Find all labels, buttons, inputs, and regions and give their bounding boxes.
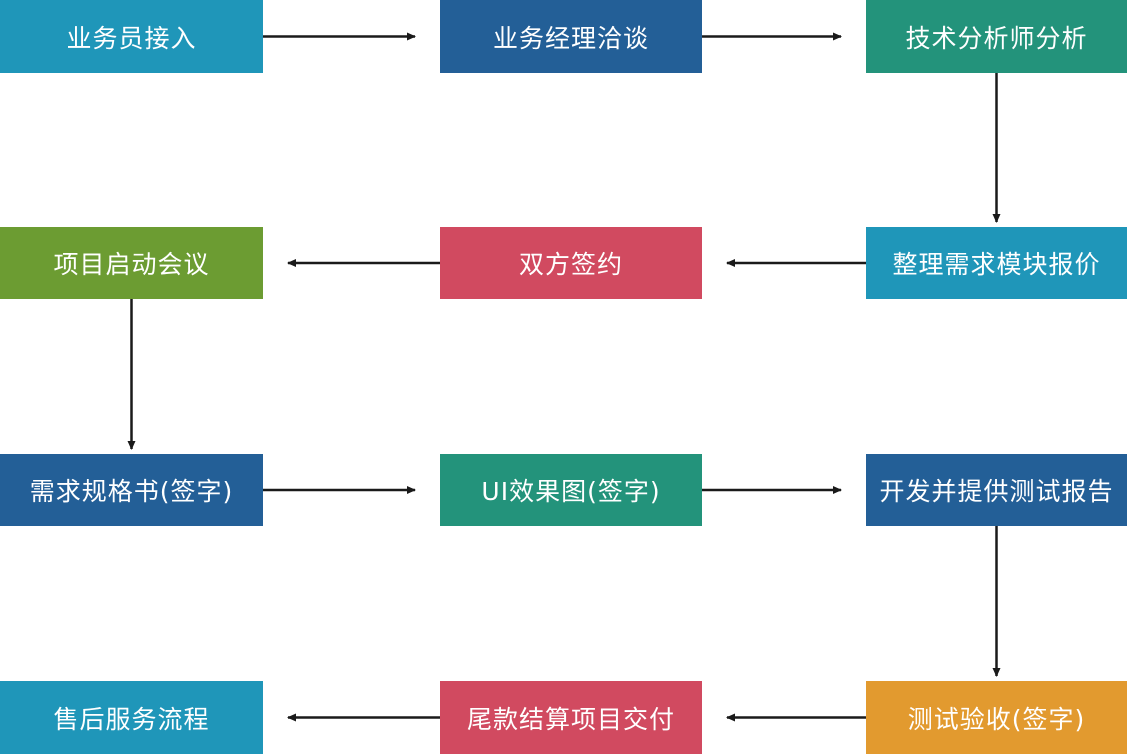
- node-label: 双方签约: [518, 250, 623, 279]
- node-label: 需求规格书(签字): [29, 477, 234, 506]
- node-label: 测试验收(签字): [907, 704, 1086, 734]
- node-acceptance-test: 测试验收(签字): [866, 681, 1127, 754]
- node-development-test-report: 开发并提供测试报告: [866, 454, 1127, 526]
- node-manager-negotiation: 业务经理洽谈: [440, 0, 702, 73]
- node-after-sales-service: 售后服务流程: [0, 681, 263, 754]
- node-label: 业务员接入: [66, 23, 197, 53]
- node-label: UI效果图(签字): [481, 477, 661, 506]
- node-label: 整理需求模块报价: [892, 250, 1101, 279]
- node-label: 项目启动会议: [53, 250, 210, 279]
- node-requirements-spec: 需求规格书(签字): [0, 454, 263, 526]
- node-final-payment-delivery: 尾款结算项目交付: [440, 681, 702, 754]
- node-salesperson-intake: 业务员接入: [0, 0, 263, 73]
- node-requirements-quote: 整理需求模块报价: [866, 227, 1127, 299]
- node-label: 开发并提供测试报告: [879, 477, 1114, 506]
- node-kickoff-meeting: 项目启动会议: [0, 227, 263, 299]
- node-contract-signing: 双方签约: [440, 227, 702, 299]
- node-technical-analysis: 技术分析师分析: [866, 0, 1127, 73]
- node-ui-mockup: UI效果图(签字): [440, 454, 702, 526]
- node-label: 售后服务流程: [53, 704, 210, 734]
- node-label: 技术分析师分析: [905, 23, 1088, 53]
- node-label: 尾款结算项目交付: [466, 704, 675, 734]
- node-label: 业务经理洽谈: [492, 23, 649, 53]
